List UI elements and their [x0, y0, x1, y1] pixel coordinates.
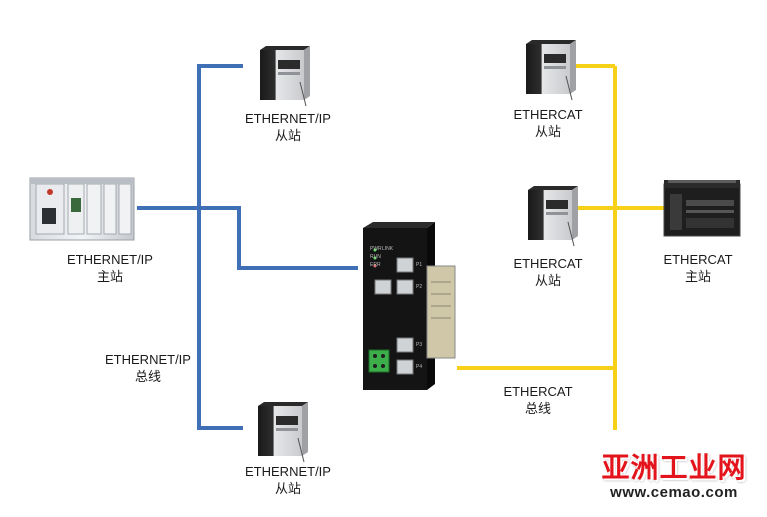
gateway-port-p3-label: P3 — [416, 342, 423, 348]
ecat-slave-top-drive — [526, 40, 576, 101]
ecat-slave-mid-role: 从站 — [534, 273, 561, 288]
gateway-led-err-label: ERR — [370, 262, 381, 268]
watermark-url: www.cemao.com — [610, 484, 738, 501]
ecat-master-protocol: ETHERCAT — [663, 252, 733, 267]
ecat-master-label: ETHERCAT 主站 — [628, 251, 767, 285]
ecat-bus-role: 总线 — [524, 401, 551, 416]
eip-master-protocol: ETHERNET/IP — [67, 252, 153, 267]
ethercat-bus-lines — [457, 64, 665, 430]
gateway-led-pwr-label: PWR — [370, 246, 382, 252]
eip-slave-top-protocol: ETHERNET/IP — [245, 111, 331, 126]
gateway-port-p4-label: P4 — [416, 364, 423, 370]
eip-slave-bottom-role: 从站 — [274, 481, 301, 496]
ecat-master-plc — [663, 180, 741, 237]
ecat-slave-top-label: ETHERCAT 从站 — [478, 106, 618, 140]
ecat-master-role: 主站 — [684, 269, 711, 284]
gateway-led-run-label: RUN — [370, 254, 381, 260]
eip-slave-bottom-label: ETHERNET/IP 从站 — [218, 463, 358, 497]
ecat-bus-label: ETHERCAT 总线 — [468, 383, 608, 417]
gateway-port-p2-label: P2 — [416, 284, 423, 290]
ethernet-ip-bus-lines — [137, 64, 358, 430]
eip-slave-top-role: 从站 — [274, 128, 301, 143]
eip-master-plc — [29, 177, 135, 241]
eip-master-label: ETHERNET/IP 主站 — [40, 251, 180, 285]
eip-slave-top-drive — [260, 46, 310, 107]
gateway-device — [363, 222, 456, 390]
eip-bus-protocol: ETHERNET/IP — [105, 352, 191, 367]
eip-slave-bottom-drive — [258, 402, 308, 463]
eip-gateway-link — [199, 206, 358, 270]
ecat-bus-protocol: ETHERCAT — [503, 384, 573, 399]
ecat-slave-mid-label: ETHERCAT 从站 — [478, 255, 618, 289]
eip-bus-role: 总线 — [134, 369, 161, 384]
gateway-port-p1-label: P1 — [416, 262, 423, 268]
eip-slave-bottom-protocol: ETHERNET/IP — [245, 464, 331, 479]
eip-slave-top-label: ETHERNET/IP 从站 — [218, 110, 358, 144]
eip-bus-trunk — [197, 64, 243, 430]
gateway-led-link-label: LINK — [382, 246, 394, 252]
watermark: 亚洲工业网 www.cemao.com — [586, 452, 762, 502]
watermark-brand: 亚洲工业网 — [601, 451, 747, 484]
ecat-slave-top-role: 从站 — [534, 124, 561, 139]
eip-bus-label: ETHERNET/IP 总线 — [78, 351, 218, 385]
ecat-slave-top-protocol: ETHERCAT — [513, 107, 583, 122]
ecat-slave-mid-protocol: ETHERCAT — [513, 256, 583, 271]
ecat-slave-mid-drive — [528, 186, 578, 247]
eip-master-role: 主站 — [96, 269, 123, 284]
gateway-side-label — [426, 265, 456, 359]
